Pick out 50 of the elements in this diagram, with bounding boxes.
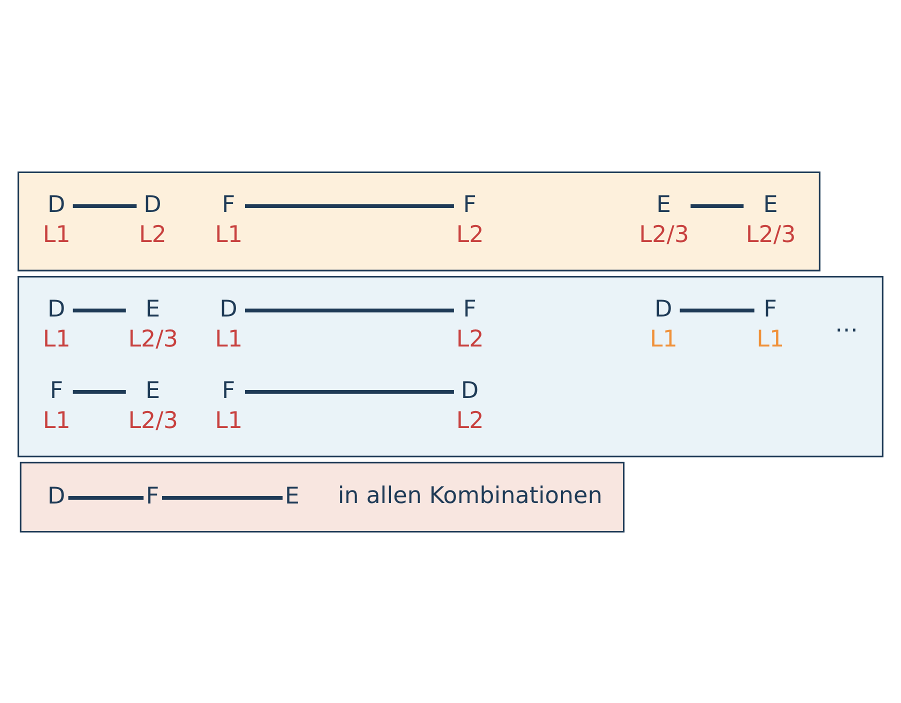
node-label: L2/3 <box>639 222 690 248</box>
node-label: L2 <box>456 326 484 352</box>
node-text: D <box>654 296 672 322</box>
node-label: L2 <box>138 222 166 248</box>
node-label: L2 <box>456 408 484 434</box>
connector <box>244 308 454 312</box>
connector <box>162 496 283 500</box>
connector <box>72 204 137 208</box>
node-label: L2/3 <box>128 408 178 434</box>
node-label: L1 <box>215 326 243 352</box>
node-text: F <box>764 296 777 322</box>
connector <box>244 204 454 208</box>
node-text: F <box>50 378 64 404</box>
node-text: F <box>463 296 476 322</box>
node-label: L1 <box>42 222 70 248</box>
connector <box>68 496 144 500</box>
node-label: L1 <box>215 222 243 248</box>
node-text: D <box>220 296 238 322</box>
node-text: E <box>763 192 778 218</box>
cluster <box>18 275 884 457</box>
cluster <box>20 461 625 532</box>
node-label: L2 <box>456 222 484 248</box>
connector <box>244 390 454 394</box>
node-label: L2/3 <box>746 222 796 248</box>
node-label: L1 <box>42 326 70 352</box>
node-label: L1 <box>215 408 243 434</box>
connector <box>680 308 754 312</box>
node-text: D <box>48 192 66 218</box>
connector <box>690 204 744 208</box>
node-text: D <box>144 192 162 218</box>
node-text: D <box>460 378 479 404</box>
node-text: E <box>284 482 300 509</box>
node-text: F <box>222 378 236 404</box>
node-text: E <box>145 296 160 322</box>
node-text: D <box>48 482 66 509</box>
node-text: E <box>145 378 160 404</box>
node-text: D <box>48 296 66 322</box>
node-text: F <box>222 192 236 218</box>
connector <box>72 308 126 312</box>
label: in allen Kombinationen <box>338 482 602 508</box>
node-label: L1 <box>42 408 70 434</box>
cluster <box>18 170 820 271</box>
connector <box>72 390 126 394</box>
node-text: F <box>146 482 160 509</box>
node-label: L1 <box>650 326 678 352</box>
node-label: L2/3 <box>128 326 178 352</box>
label: … <box>835 311 858 338</box>
node-text: E <box>656 192 671 218</box>
node-text: F <box>463 192 476 218</box>
node-label: L1 <box>756 326 784 352</box>
